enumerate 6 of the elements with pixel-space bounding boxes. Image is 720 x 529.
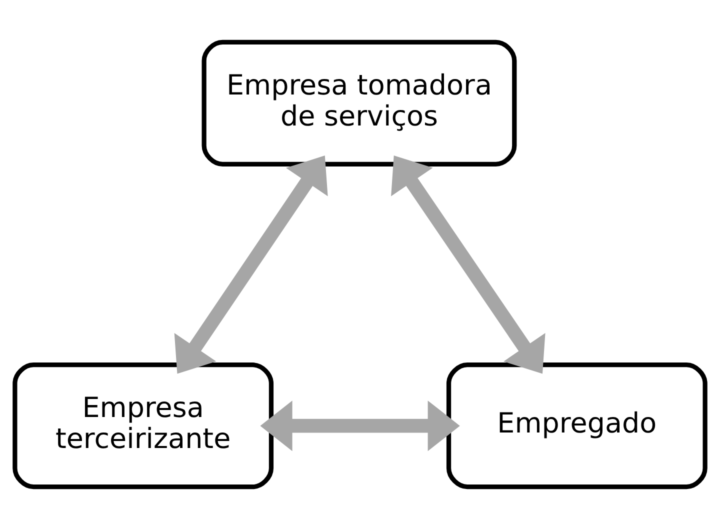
node-box: Empresa tomadora de serviços (202, 40, 517, 166)
arrow (391, 156, 546, 374)
node-box: Empresa terceirizante (12, 362, 274, 490)
node-box: Empregado (446, 362, 708, 490)
arrow (174, 156, 328, 374)
arrow (260, 400, 460, 452)
